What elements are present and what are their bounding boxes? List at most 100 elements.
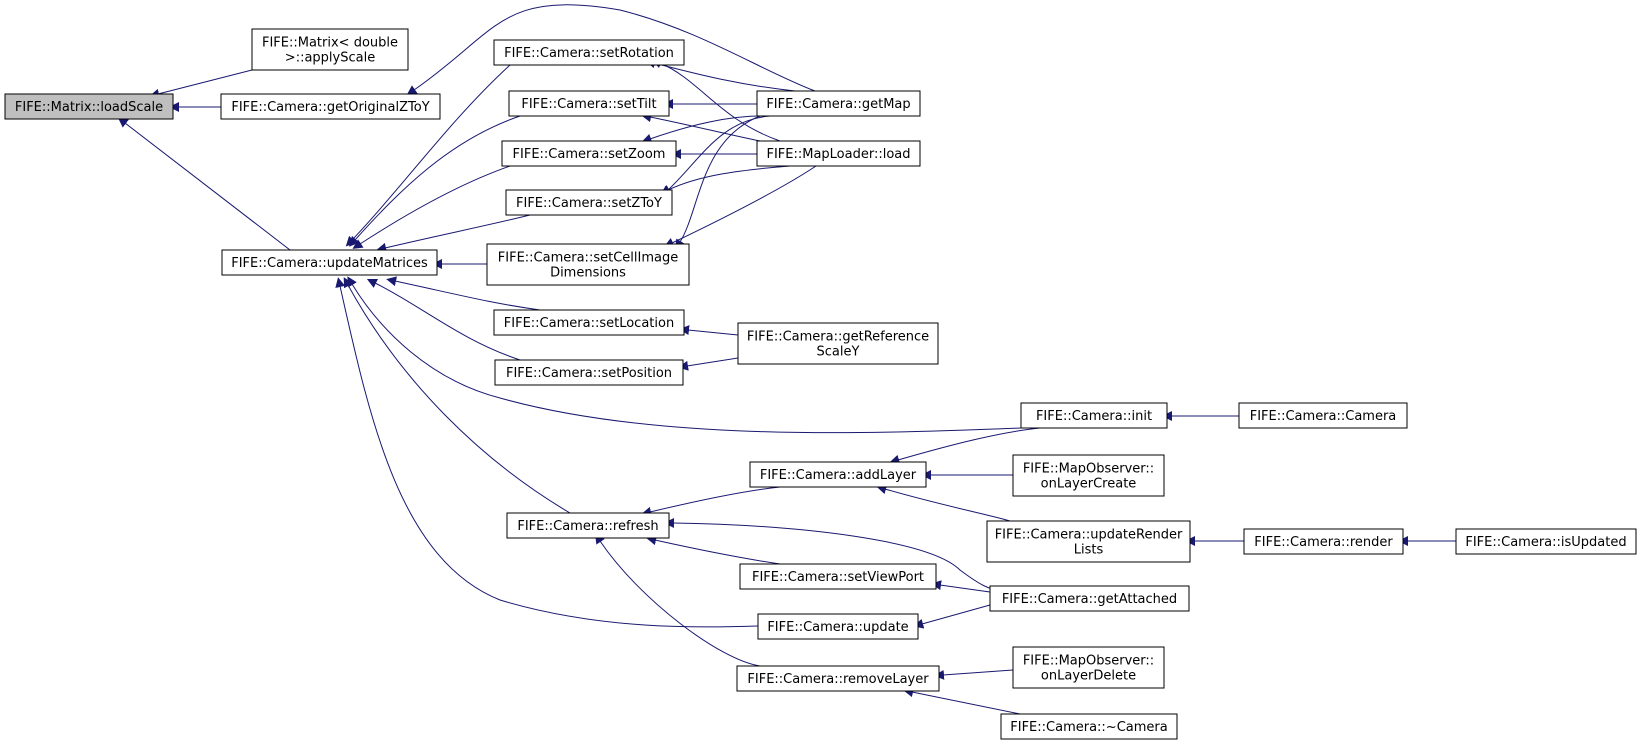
edge-setZToY-mapLoaderLoad	[659, 165, 791, 195]
node-label: FIFE::Camera::getMap	[766, 97, 910, 112]
node-is-updated[interactable]: FIFE::Camera::isUpdated	[1455, 528, 1637, 555]
node-box	[506, 512, 670, 539]
node-get-map[interactable]: FIFE::Camera::getMap	[756, 90, 921, 117]
edge-refresh-addLayer	[641, 486, 781, 517]
edge-setCellImage-getMap	[675, 115, 761, 250]
node-render[interactable]: FIFE::Camera::render	[1243, 528, 1404, 555]
node-box	[1000, 713, 1178, 740]
node-update-matrices[interactable]: FIFE::Camera::updateMatrices	[221, 249, 438, 276]
edge-getOriginalZToY-getMap	[406, 4, 816, 96]
edge-updateMatrices-setPosition	[366, 278, 521, 361]
edge-refresh-getAttached	[664, 518, 1001, 591]
node-on-layer-create[interactable]: FIFE::MapObserver::onLayerCreate	[1012, 454, 1165, 497]
edges-layer	[117, 4, 1456, 715]
node-set-tilt[interactable]: FIFE::Camera::setTilt	[508, 90, 670, 117]
node-label: FIFE::Camera::setPosition	[506, 366, 672, 381]
node-set-zoom[interactable]: FIFE::Camera::setZoom	[501, 140, 677, 167]
edge-setRotation-getMap	[645, 58, 796, 92]
edge-updateMatrices-setZoom	[352, 165, 511, 249]
node-add-layer[interactable]: FIFE::Camera::addLayer	[749, 461, 927, 488]
node-box	[221, 249, 438, 276]
node-box	[749, 461, 927, 488]
node-box	[501, 140, 677, 167]
edge-updateMatrices-setRotation	[345, 64, 511, 247]
node-box	[739, 563, 937, 590]
node-box	[757, 613, 919, 640]
node-label: FIFE::MapLoader::load	[766, 147, 910, 162]
node-box	[1012, 646, 1165, 689]
node-set-location[interactable]: FIFE::Camera::setLocation	[493, 309, 685, 336]
node-box	[989, 585, 1190, 612]
node-on-layer-delete[interactable]: FIFE::MapObserver::onLayerDelete	[1012, 646, 1165, 689]
node-set-rotation[interactable]: FIFE::Camera::setRotation	[493, 39, 685, 66]
node-remove-layer[interactable]: FIFE::Camera::removeLayer	[736, 665, 940, 692]
node-apply-scale[interactable]: FIFE::Matrix< double>::applyScale	[251, 28, 409, 71]
edge-setPosition-getReferenceScaleY	[678, 357, 739, 371]
node-label: FIFE::Camera::init	[1036, 409, 1152, 424]
node-set-view-port[interactable]: FIFE::Camera::setViewPort	[739, 563, 937, 590]
node-label: FIFE::MapObserver::	[1023, 654, 1154, 669]
node-label: onLayerCreate	[1041, 477, 1137, 492]
edge-setTilt-mapLoaderLoad	[641, 112, 761, 142]
node-label: FIFE::Camera::update	[767, 620, 908, 635]
node-label: FIFE::Camera::addLayer	[760, 468, 917, 483]
node-box	[737, 322, 939, 365]
node-label: FIFE::MapObserver::	[1023, 462, 1154, 477]
node-label: FIFE::Camera::getReference	[747, 330, 929, 345]
edge-addLayer-init	[889, 427, 1041, 465]
node-box	[1243, 528, 1404, 555]
node-set-z-to-y[interactable]: FIFE::Camera::setZToY	[505, 189, 673, 216]
edge-setZToY-getMap	[661, 115, 771, 197]
node-label: FIFE::Camera::getAttached	[1002, 592, 1177, 607]
edge-removeLayer-onLayerDelete	[934, 669, 1014, 680]
edge-updateMatrices-refresh	[343, 277, 571, 514]
edge-refresh-removeLayer	[594, 533, 761, 667]
node-label: FIFE::Matrix::loadScale	[15, 100, 163, 115]
node-box	[736, 665, 940, 692]
node-label: FIFE::Camera::setCellImage	[498, 251, 678, 266]
node-camera-dtor[interactable]: FIFE::Camera::~Camera	[1000, 713, 1178, 740]
node-label: FIFE::Camera::setLocation	[504, 316, 674, 331]
node-label: Lists	[1074, 543, 1104, 558]
edge-loadScale-applyScale	[149, 69, 253, 99]
edge-setRotation-mapLoaderLoad	[651, 58, 781, 142]
node-init[interactable]: FIFE::Camera::init	[1020, 402, 1168, 429]
node-get-attached[interactable]: FIFE::Camera::getAttached	[989, 585, 1190, 612]
node-box	[986, 520, 1191, 563]
node-update[interactable]: FIFE::Camera::update	[757, 613, 919, 640]
node-refresh[interactable]: FIFE::Camera::refresh	[506, 512, 670, 539]
node-label: FIFE::Camera::isUpdated	[1465, 535, 1626, 550]
edge-setCellImage-mapLoaderLoad	[663, 165, 817, 248]
edge-updateMatrices-setTilt	[348, 115, 521, 247]
edge-update-getAttached	[913, 604, 991, 629]
nodes-layer: FIFE::Matrix::loadScale FIFE::Matrix< dou…	[4, 28, 1637, 740]
node-map-loader-load[interactable]: FIFE::MapLoader::load	[756, 140, 921, 167]
node-box	[220, 93, 441, 120]
node-box	[486, 243, 690, 286]
node-box	[493, 309, 685, 336]
node-label: ScaleY	[817, 345, 860, 360]
node-camera-ctor[interactable]: FIFE::Camera::Camera	[1238, 402, 1408, 429]
node-set-position[interactable]: FIFE::Camera::setPosition	[494, 359, 684, 386]
node-load-scale[interactable]: FIFE::Matrix::loadScale	[4, 93, 174, 120]
node-label: Dimensions	[550, 266, 626, 281]
edge-loadScale-updateMatrices	[117, 117, 291, 251]
edge-refresh-setViewPort	[646, 535, 781, 565]
node-box	[4, 93, 174, 120]
node-label: FIFE::Camera::updateRender	[995, 528, 1183, 543]
node-box	[494, 359, 684, 386]
node-label: FIFE::Camera::Camera	[1250, 409, 1397, 424]
node-box	[505, 189, 673, 216]
node-label: FIFE::Camera::setViewPort	[752, 570, 924, 585]
node-label: FIFE::Camera::refresh	[517, 519, 658, 534]
node-box	[493, 39, 685, 66]
node-box	[1455, 528, 1637, 555]
node-box	[756, 140, 921, 167]
edge-setViewPort-getAttached	[931, 580, 991, 593]
node-label: FIFE::Camera::setTilt	[521, 97, 656, 112]
node-label: FIFE::Camera::setZToY	[516, 196, 662, 211]
node-get-original-z-to-y[interactable]: FIFE::Camera::getOriginalZToY	[220, 93, 441, 120]
